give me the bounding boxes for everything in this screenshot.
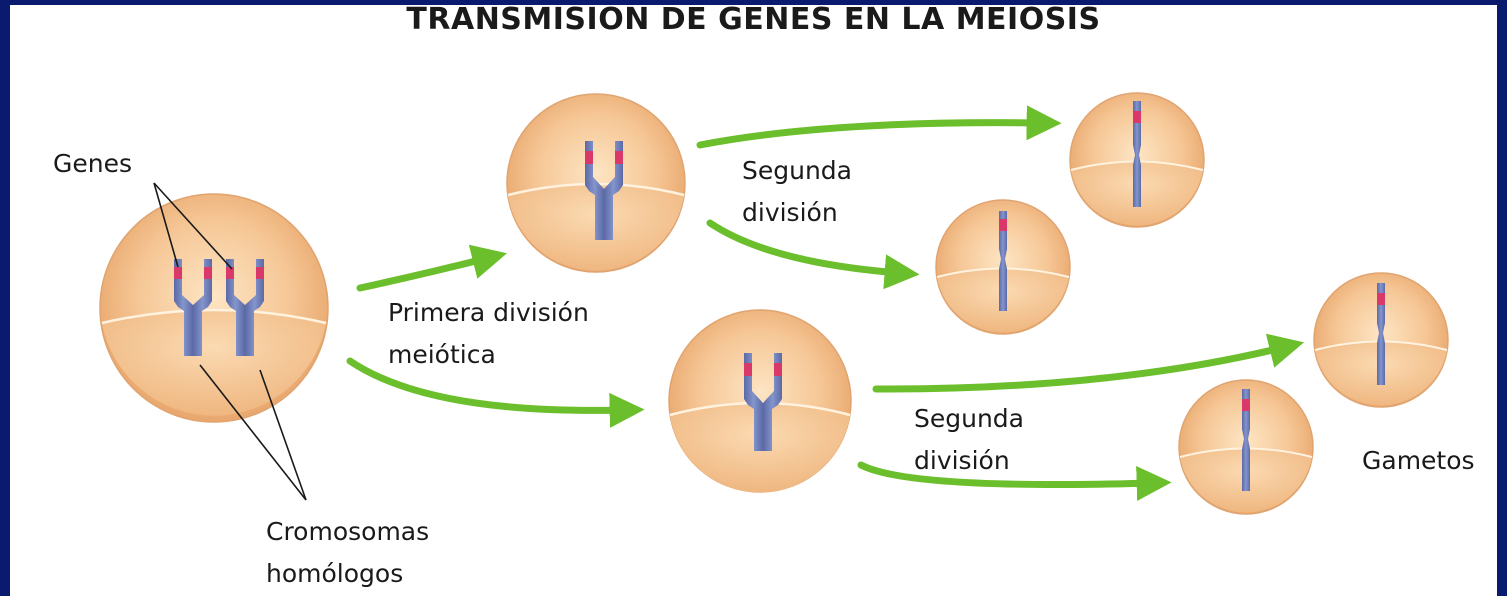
segunda-division-bottom-label-line2: división: [914, 446, 1010, 475]
segunda-division-top-label-line1: Segunda: [742, 156, 852, 185]
gametos-label: Gametos: [1362, 446, 1475, 475]
gamete-chromatid-1: [1133, 101, 1141, 207]
meiosis-diagram: [99, 92, 1449, 515]
primera-division-label-line2: meiótica: [388, 340, 496, 369]
chromosome-x-bottom: [744, 353, 782, 451]
diagram-canvas: TRANSMISIÓN DE GENES EN LA MEIOSIS Genes…: [10, 5, 1497, 596]
arrow-second-division-bottom-2: [857, 461, 1172, 501]
genes-label: Genes: [53, 149, 133, 178]
segunda-division-top-label-line2: división: [742, 198, 838, 227]
cromosomas-pointer-lines: [199, 364, 307, 501]
cromosomas-label-line1: Cromosomas: [266, 517, 430, 546]
chromosome-x-top: [585, 141, 623, 240]
arrow-second-division-top-2: [706, 219, 920, 290]
gamete-chromatid-2: [999, 211, 1007, 311]
primera-division-label-line1: Primera división: [388, 298, 589, 327]
arrow-second-division-top-1: [696, 105, 1062, 149]
segunda-division-bottom-label-line1: Segunda: [914, 404, 1024, 433]
diagram-title: TRANSMISIÓN DE GENES EN LA MEIOSIS: [406, 5, 1101, 37]
arrow-second-division-bottom-1: [872, 333, 1305, 393]
gamete-chromatid-3: [1377, 283, 1385, 385]
arrows: [346, 105, 1305, 501]
arrow-first-division-top: [356, 244, 508, 292]
parent-cell: [99, 193, 329, 423]
genes-pointer-lines: [153, 182, 233, 270]
gamete-chromatid-4: [1242, 389, 1250, 491]
cromosomas-label-line2: homólogos: [266, 559, 404, 588]
homologous-chromosome-right: [226, 259, 264, 356]
arrow-first-division-bottom: [346, 357, 645, 428]
homologous-chromosome-left: [174, 259, 212, 356]
